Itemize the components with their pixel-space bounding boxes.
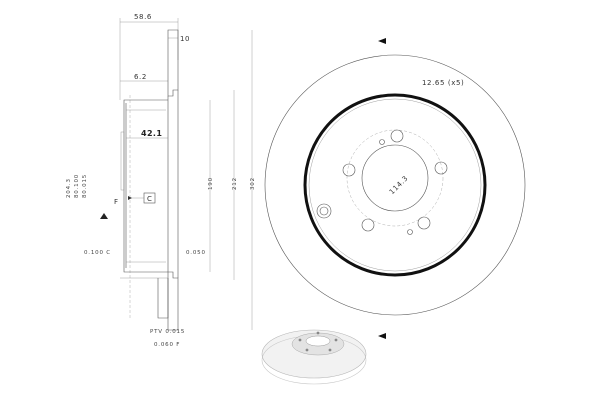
hat-outer-ring xyxy=(303,93,487,277)
dim-bore-1: 204.3 xyxy=(66,178,72,198)
stud-hole-2 xyxy=(434,161,448,175)
screw-hole-inner xyxy=(319,206,329,216)
front-view: 114.3 12.65 (x5) xyxy=(264,38,526,339)
preview-stud-4 xyxy=(305,348,309,352)
datum-f: F xyxy=(114,198,119,206)
disc-outer-edge xyxy=(264,54,526,316)
hat-profile xyxy=(123,99,168,273)
pcd-label: 114.3 xyxy=(388,174,410,196)
datum-f-triangle xyxy=(100,213,108,219)
stud-hole-5 xyxy=(342,163,356,177)
stud-hole-3 xyxy=(417,216,431,230)
datum-c-arrow xyxy=(128,196,132,200)
dim-hat-thickness: 6.2 xyxy=(134,73,147,81)
stud-hole-1 xyxy=(390,129,404,143)
friction-ring-bottom xyxy=(167,271,179,331)
dim-width-total: 58.6 xyxy=(134,13,152,21)
friction-ring-top xyxy=(167,29,179,97)
disc-3d-preview xyxy=(261,329,367,385)
tol-right: 0.050 xyxy=(186,250,206,256)
hat-inner-ring xyxy=(308,98,482,272)
dim-hat-depth: 42.1 xyxy=(141,129,162,138)
runout-note-2: 0.060 F xyxy=(154,342,180,348)
screw-hole-outer xyxy=(316,203,332,219)
datum-c: C xyxy=(147,195,153,203)
pcd-circle xyxy=(346,129,444,227)
preview-stud-3 xyxy=(316,331,320,335)
preview-bore xyxy=(305,335,331,347)
preview-stud-1 xyxy=(298,338,302,342)
center-bore xyxy=(361,144,429,212)
rotation-arrow-top xyxy=(378,38,386,44)
runout-note-1: PTV 0.015 xyxy=(150,329,185,335)
locating-hole-1 xyxy=(379,139,385,145)
side-section-view: 58.6 10 6.2 42.1 C F 204. xyxy=(66,13,256,348)
bore-dimension-stack: 204.3 80.100 80.015 xyxy=(66,174,88,198)
preview-stud-5 xyxy=(328,348,332,352)
dim-bore-3: 80.015 xyxy=(82,174,88,198)
dim-diameter-190: 190 xyxy=(208,177,214,190)
tol-left: 0.100 C xyxy=(84,250,111,256)
dim-diameter-212: 212 xyxy=(232,177,238,190)
hat-flange xyxy=(120,131,125,191)
preview-stud-2 xyxy=(334,338,338,342)
rotation-arrow-bottom xyxy=(378,333,386,339)
locating-hole-2 xyxy=(407,229,413,235)
dim-thickness: 10 xyxy=(180,35,190,43)
stud-hole-4 xyxy=(361,218,375,232)
dim-bore-2: 80.100 xyxy=(74,174,80,198)
bolt-holes-label: 12.65 (x5) xyxy=(422,79,464,87)
dim-diameter-302: 302 xyxy=(250,177,256,190)
hub-stub xyxy=(157,278,169,319)
